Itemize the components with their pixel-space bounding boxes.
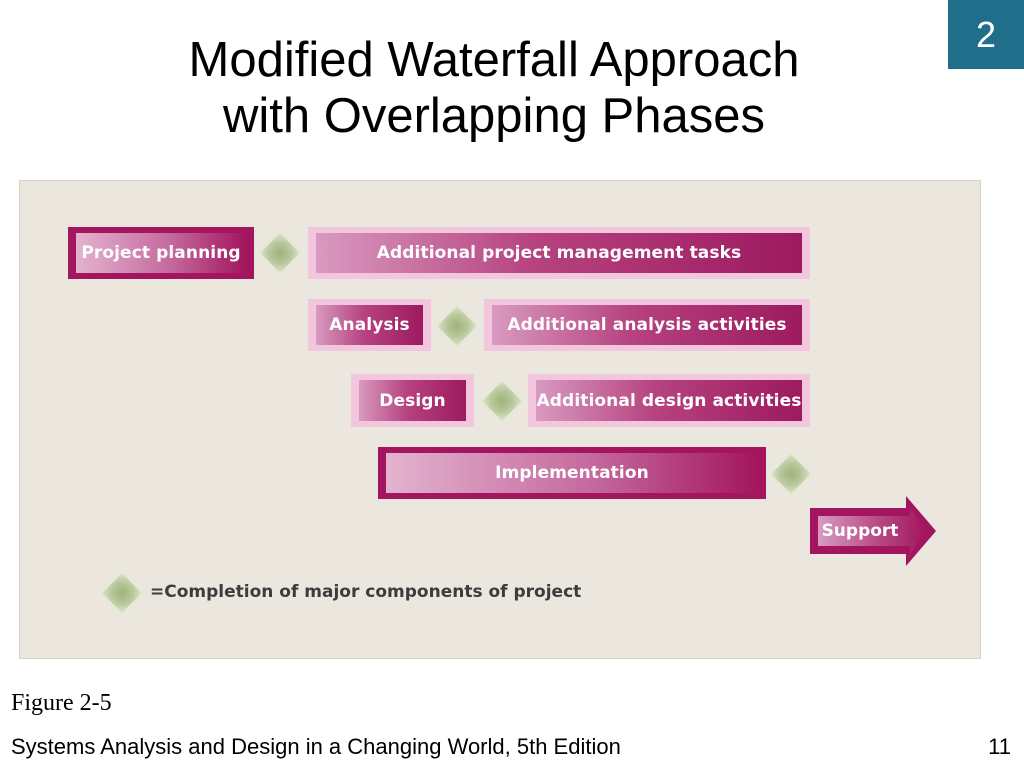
phase-label: Additional project management tasks [316, 233, 802, 273]
chapter-badge: 2 [948, 0, 1024, 69]
page-number: 11 [988, 734, 1011, 759]
phase-label: Analysis [316, 305, 423, 345]
phase-label: Project planning [76, 233, 246, 273]
phase-label: Additional analysis activities [492, 305, 802, 345]
phase-project-planning: Project planning [68, 227, 254, 279]
phase-label: Additional design activities [536, 380, 802, 421]
phase-support-label: Support [821, 521, 899, 541]
phase-additional-project-management: Additional project management tasks [308, 227, 810, 279]
phase-design: Design [351, 374, 474, 427]
phase-additional-analysis: Additional analysis activities [484, 299, 810, 351]
slide-title: Modified Waterfall Approach with Overlap… [0, 32, 988, 144]
phase-additional-design: Additional design activities [528, 374, 810, 427]
legend-text: =Completion of major components of proje… [150, 582, 582, 602]
phase-label: Implementation [386, 453, 758, 493]
title-line-1: Modified Waterfall Approach [188, 33, 800, 87]
chapter-number: 2 [975, 13, 997, 55]
support-arrow-shape [810, 496, 936, 566]
phase-analysis: Analysis [308, 299, 431, 351]
footer-text: Systems Analysis and Design in a Changin… [11, 734, 621, 759]
title-line-2: with Overlapping Phases [222, 89, 765, 143]
phase-implementation: Implementation [378, 447, 766, 499]
phase-label: Design [359, 380, 466, 421]
figure-caption: Figure 2-5 [11, 690, 112, 716]
